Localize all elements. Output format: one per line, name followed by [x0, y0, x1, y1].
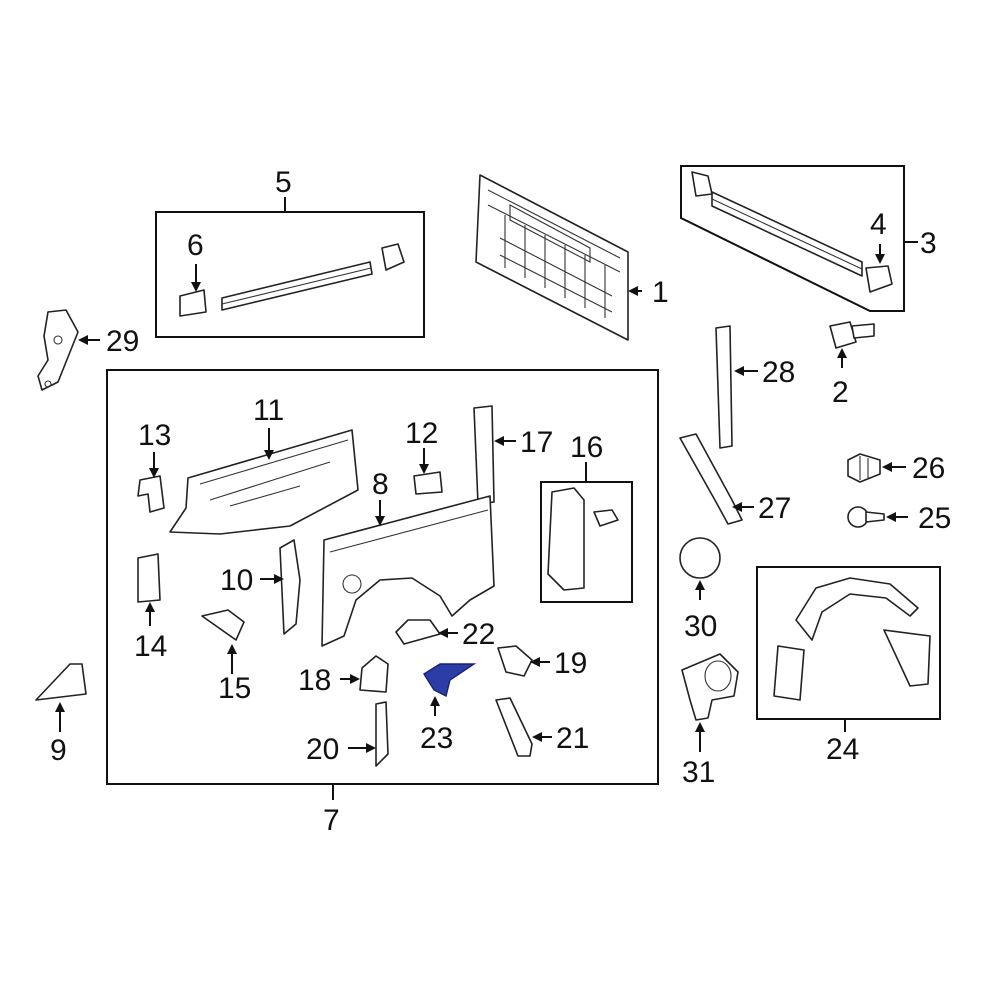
group-box-5	[155, 211, 425, 338]
part-15-bracket[interactable]	[201, 609, 245, 641]
part-19-bracket[interactable]	[497, 645, 533, 677]
part-23-bracket-highlighted[interactable]	[423, 663, 477, 698]
callout-13[interactable]: 13	[138, 419, 171, 452]
callout-22[interactable]: 22	[462, 618, 495, 651]
callout-21[interactable]: 21	[556, 722, 589, 755]
part-16-reinforcement[interactable]	[547, 487, 619, 591]
part-5-rail-assembly[interactable]	[221, 243, 405, 311]
part-12-block[interactable]	[413, 471, 443, 495]
part-4-rail-cap[interactable]	[865, 265, 893, 293]
part-21-brace[interactable]	[495, 697, 533, 757]
callout-25[interactable]: 25	[918, 502, 951, 535]
callout-23[interactable]: 23	[420, 722, 453, 755]
part-2-bolt[interactable]	[829, 321, 875, 349]
part-1-front-panel[interactable]	[475, 174, 629, 341]
callout-9[interactable]: 9	[50, 734, 67, 767]
callout-30[interactable]: 30	[684, 610, 717, 643]
callout-12[interactable]: 12	[405, 417, 438, 450]
callout-1[interactable]: 1	[652, 276, 669, 309]
part-20-brace[interactable]	[375, 701, 389, 767]
callout-15[interactable]: 15	[218, 672, 251, 705]
part-24-wheelhouse-liner[interactable]	[773, 577, 931, 701]
callout-27[interactable]: 27	[758, 492, 791, 525]
part-3-rail-assembly[interactable]	[691, 171, 863, 277]
callout-29[interactable]: 29	[106, 325, 139, 358]
group-box-24	[756, 566, 941, 720]
callout-labels: 1 2 3 4 5 6 7 8 9 10 11 12 13 14 15 16 1…	[50, 166, 951, 837]
part-18-bracket[interactable]	[359, 655, 389, 693]
callout-19[interactable]: 19	[554, 647, 587, 680]
leader-lines	[55, 197, 918, 800]
part-13-bracket[interactable]	[137, 475, 165, 513]
callout-10[interactable]: 10	[220, 564, 253, 597]
callout-3[interactable]: 3	[920, 227, 937, 260]
callout-2[interactable]: 2	[832, 376, 849, 409]
part-26-clip[interactable]	[847, 453, 881, 483]
callout-26[interactable]: 26	[912, 452, 945, 485]
group-box-3	[680, 165, 905, 312]
part-8-outer-side-panel[interactable]	[321, 495, 495, 647]
part-22-bracket[interactable]	[395, 619, 441, 645]
part-29-hinge[interactable]	[37, 309, 79, 391]
callout-7[interactable]: 7	[323, 804, 340, 837]
callout-24[interactable]: 24	[826, 733, 859, 766]
callout-18[interactable]: 18	[298, 664, 331, 697]
part-30-cap[interactable]	[679, 537, 721, 579]
part-10-pillar[interactable]	[279, 539, 301, 635]
callout-20[interactable]: 20	[306, 733, 339, 766]
part-27-strap[interactable]	[679, 433, 743, 525]
part-25-screw[interactable]	[847, 506, 885, 528]
callout-5[interactable]: 5	[275, 166, 292, 199]
part-31-housing[interactable]	[681, 653, 739, 721]
group-box-7	[106, 369, 659, 785]
part-17-pillar[interactable]	[473, 405, 495, 505]
part-9-bracket[interactable]	[35, 663, 87, 701]
callout-4[interactable]: 4	[870, 208, 887, 241]
part-28-strut[interactable]	[715, 325, 733, 449]
part-14-plate[interactable]	[137, 553, 161, 603]
part-11-inner-panel[interactable]	[169, 429, 359, 535]
callout-11[interactable]: 11	[253, 394, 284, 427]
callout-8[interactable]: 8	[372, 468, 389, 501]
callout-14[interactable]: 14	[134, 630, 167, 663]
callout-6[interactable]: 6	[187, 229, 204, 262]
callout-31[interactable]: 31	[682, 756, 715, 789]
part-6-rail-cap[interactable]	[179, 289, 207, 317]
callout-28[interactable]: 28	[762, 356, 795, 389]
callout-17[interactable]: 17	[520, 426, 553, 459]
callout-16[interactable]: 16	[570, 431, 603, 464]
